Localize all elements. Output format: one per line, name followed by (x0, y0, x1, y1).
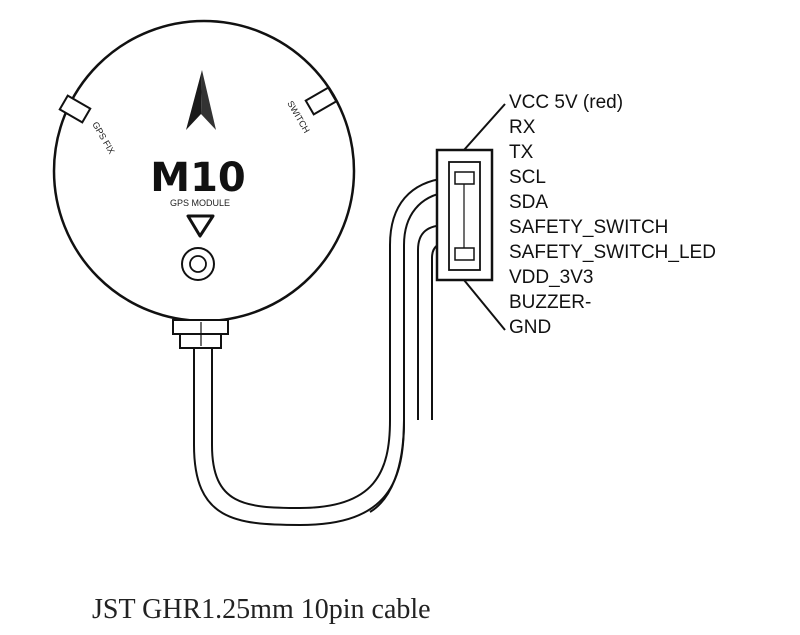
switch-led-icon (304, 86, 338, 116)
jst-connector (435, 148, 494, 282)
pin-label: SAFETY_SWITCH (509, 217, 668, 238)
pin-label: VDD_3V3 (509, 267, 594, 288)
pin-label: SCL (509, 167, 546, 188)
module-subtitle: GPS MODULE (170, 198, 230, 208)
brand-logo: M10 (150, 155, 245, 201)
pin-label: SAFETY_SWITCH_LED (509, 242, 716, 263)
pin-leader-lines (463, 103, 506, 331)
cable-strain-relief (172, 319, 229, 349)
pin-label: RX (509, 117, 536, 138)
pin-label: GND (509, 317, 551, 338)
triangle-logo-icon (186, 214, 215, 238)
pin-label: SDA (509, 192, 548, 213)
pin-label: VCC 5V (red) (509, 92, 623, 113)
north-arrow-icon (186, 70, 216, 130)
pin-label: BUZZER- (509, 292, 591, 313)
pin-label: TX (509, 142, 534, 163)
pin-list: VCC 5V (red) RX TX SCL SDA SAFETY_SWITCH… (509, 92, 716, 338)
caption: JST GHR1.25mm 10pin cable (92, 594, 431, 625)
safety-button-inner (189, 255, 207, 273)
gps-fix-led-icon (58, 94, 92, 124)
